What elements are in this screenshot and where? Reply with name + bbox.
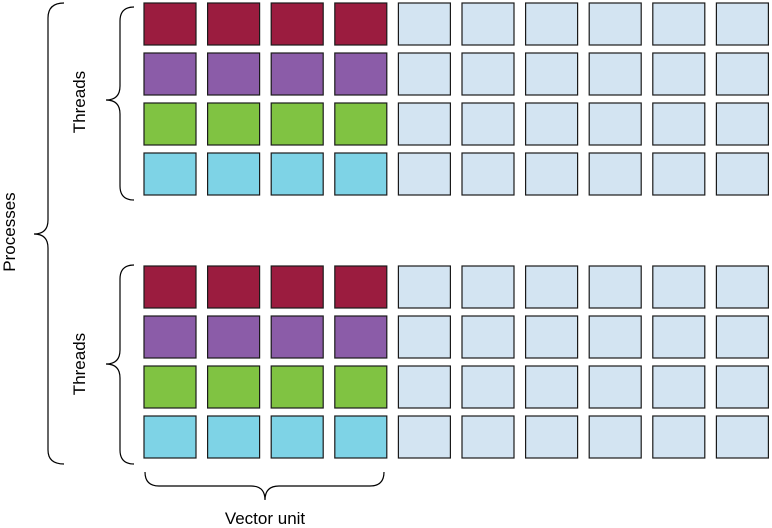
vector-lane-cell-active	[270, 315, 324, 359]
vector-lane-cell-active	[270, 52, 324, 96]
vector-lane-cell-idle	[524, 415, 579, 459]
vector-lane-cell-active	[143, 102, 197, 146]
cell-grid	[143, 2, 770, 459]
vector-lane-cell-active	[207, 152, 261, 196]
vector-lane-cell-active	[143, 152, 197, 196]
vector-lane-cell-idle	[652, 265, 706, 309]
vector-lane-cell-idle	[461, 365, 515, 409]
vector-lane-cell-idle	[715, 315, 770, 359]
threads-brace-bottom	[105, 264, 135, 465]
vector-lane-cell-idle	[715, 2, 770, 46]
vector-lane-cell-idle	[652, 52, 706, 96]
vector-lane-cell-idle	[588, 52, 642, 96]
vector-lane-cell-idle	[461, 152, 515, 196]
vector-lane-cell-idle	[524, 52, 579, 96]
vector-lane-cell-active	[143, 415, 197, 459]
vector-lane-cell-idle	[397, 102, 451, 146]
vector-lane-cell-idle	[397, 265, 451, 309]
vector-lane-cell-idle	[397, 415, 451, 459]
vector-lane-cell-active	[270, 102, 324, 146]
threads-label-bottom: Threads	[70, 333, 89, 395]
vector-lane-cell-active	[334, 152, 388, 196]
vector-lane-cell-active	[334, 315, 388, 359]
vector-lane-cell-active	[143, 315, 197, 359]
vector-lane-cell-active	[143, 52, 197, 96]
vector-lane-cell-idle	[588, 265, 642, 309]
vector-lane-cell-idle	[715, 415, 770, 459]
vector-lane-cell-active	[334, 52, 388, 96]
vector-lane-cell-active	[334, 2, 388, 46]
vector-unit-brace	[144, 471, 385, 501]
vector-lane-cell-active	[143, 365, 197, 409]
vector-lane-cell-idle	[524, 2, 579, 46]
processes-brace	[33, 2, 65, 465]
threads-label-top: Threads	[70, 71, 89, 133]
vector-lane-cell-active	[270, 415, 324, 459]
processes-label: Processes	[0, 192, 19, 271]
vector-lane-cell-active	[334, 415, 388, 459]
vector-lane-cell-idle	[588, 2, 642, 46]
vector-lane-cell-active	[207, 415, 261, 459]
vector-lane-cell-idle	[524, 365, 579, 409]
vector-lane-cell-idle	[715, 152, 770, 196]
vector-lane-cell-active	[270, 365, 324, 409]
vector-lane-cell-active	[207, 315, 261, 359]
vector-lane-cell-idle	[524, 102, 579, 146]
vector-lane-cell-idle	[397, 315, 451, 359]
vector-lane-cell-idle	[461, 52, 515, 96]
vector-lane-cell-active	[207, 102, 261, 146]
vector-lane-cell-active	[143, 2, 197, 46]
vector-lane-cell-idle	[461, 415, 515, 459]
vector-lane-cell-idle	[461, 102, 515, 146]
vector-lane-cell-active	[334, 365, 388, 409]
vector-lane-cell-active	[270, 265, 324, 309]
vector-lane-cell-idle	[588, 365, 642, 409]
vector-lane-cell-active	[207, 365, 261, 409]
vector-lane-cell-idle	[397, 152, 451, 196]
vector-lane-cell-idle	[715, 52, 770, 96]
vector-lane-cell-idle	[715, 365, 770, 409]
vector-lane-cell-active	[334, 265, 388, 309]
vector-lane-cell-idle	[652, 415, 706, 459]
vector-lane-cell-idle	[652, 152, 706, 196]
vector-lane-cell-idle	[524, 152, 579, 196]
vector-lane-cell-idle	[461, 2, 515, 46]
vector-lane-cell-idle	[461, 315, 515, 359]
vector-lane-cell-idle	[652, 102, 706, 146]
vector-lane-cell-idle	[652, 2, 706, 46]
vector-unit-label: Vector unit	[225, 509, 306, 528]
vector-lane-cell-idle	[588, 315, 642, 359]
vector-lane-cell-active	[143, 265, 197, 309]
vector-lane-cell-idle	[652, 365, 706, 409]
vector-lane-cell-active	[207, 2, 261, 46]
vector-lane-cell-idle	[397, 365, 451, 409]
vector-lane-cell-active	[270, 152, 324, 196]
vector-lane-cell-idle	[652, 315, 706, 359]
vector-lane-cell-idle	[588, 415, 642, 459]
vector-lane-cell-idle	[397, 52, 451, 96]
vector-lane-cell-idle	[588, 152, 642, 196]
vector-lane-cell-idle	[524, 265, 579, 309]
threads-brace-top	[105, 6, 135, 201]
vector-lane-cell-idle	[715, 265, 770, 309]
vector-lane-cell-active	[207, 265, 261, 309]
vector-lane-cell-active	[207, 52, 261, 96]
vector-lane-cell-active	[334, 102, 388, 146]
vector-lane-cell-idle	[397, 2, 451, 46]
vector-lane-cell-idle	[461, 265, 515, 309]
vector-lane-cell-idle	[715, 102, 770, 146]
vector-lane-cell-idle	[524, 315, 579, 359]
vector-lane-cell-idle	[588, 102, 642, 146]
vector-lane-cell-active	[270, 2, 324, 46]
